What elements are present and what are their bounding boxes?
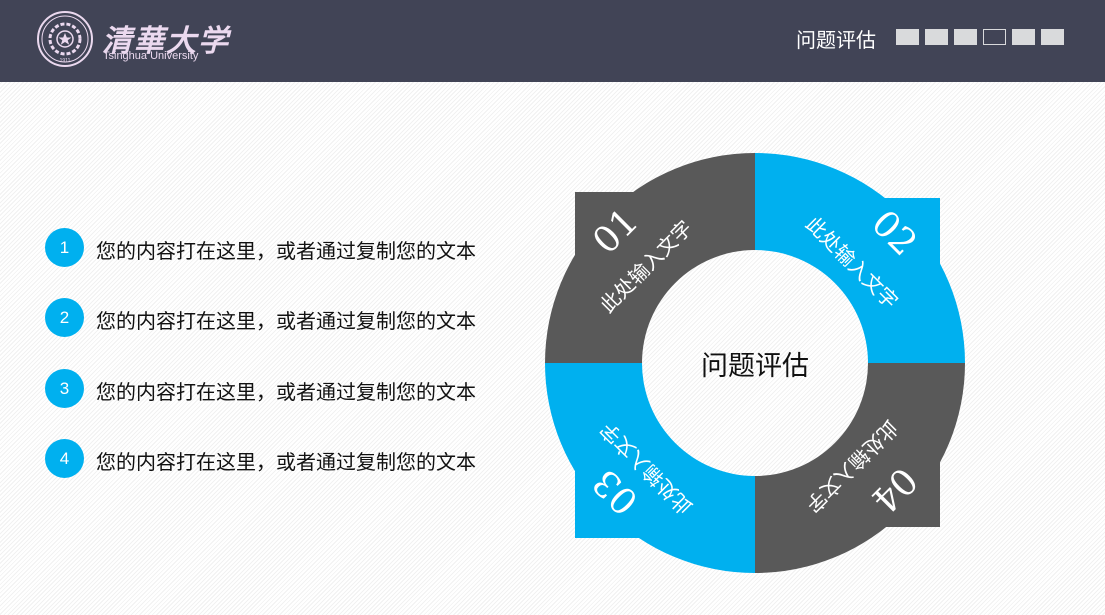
logo-english-name: Tsinghua University (103, 50, 199, 62)
list-item: 4 您的内容打在这里，或者通过复制您的文本 (45, 439, 525, 479)
pager-square-5[interactable] (1012, 29, 1035, 45)
list-item-text[interactable]: 您的内容打在这里，或者通过复制您的文本 (96, 380, 476, 404)
segment-03[interactable] (545, 363, 755, 573)
logo-chinese-name: 清華大学 (102, 24, 230, 59)
ring-diagram: 01 此处输入文字 02 此处输入文字 03 此处输入文字 04 此处输入文字 … (545, 153, 965, 573)
university-seal-icon: 1911 (37, 11, 93, 67)
list-item: 3 您的内容打在这里，或者通过复制您的文本 (45, 369, 525, 409)
number-badge: 2 (45, 298, 84, 337)
segment-01[interactable] (545, 153, 755, 363)
header-bar: 1911 清華大学 Tsinghua University 问题评估 (0, 0, 1105, 82)
university-logo[interactable]: 1911 清華大学 Tsinghua University (36, 10, 228, 72)
pager-square-4-active[interactable] (983, 29, 1006, 45)
pager-square-6[interactable] (1041, 29, 1064, 45)
number-badge: 4 (45, 439, 84, 478)
svg-text:1911: 1911 (60, 58, 71, 64)
number-badge: 3 (45, 369, 84, 408)
number-badge: 1 (45, 228, 84, 267)
list-item-text[interactable]: 您的内容打在这里，或者通过复制您的文本 (96, 239, 476, 263)
list-item-text[interactable]: 您的内容打在这里，或者通过复制您的文本 (96, 309, 476, 333)
pager-square-2[interactable] (925, 29, 948, 45)
list-item: 2 您的内容打在这里，或者通过复制您的文本 (45, 298, 525, 338)
slide-pager (896, 29, 1064, 45)
list-item-text[interactable]: 您的内容打在这里，或者通过复制您的文本 (96, 450, 476, 474)
pager-square-1[interactable] (896, 29, 919, 45)
segment-04[interactable] (755, 363, 965, 573)
segment-02[interactable] (755, 153, 965, 363)
pager-square-3[interactable] (954, 29, 977, 45)
section-title: 问题评估 (796, 28, 876, 52)
list-item: 1 您的内容打在这里，或者通过复制您的文本 (45, 228, 525, 268)
